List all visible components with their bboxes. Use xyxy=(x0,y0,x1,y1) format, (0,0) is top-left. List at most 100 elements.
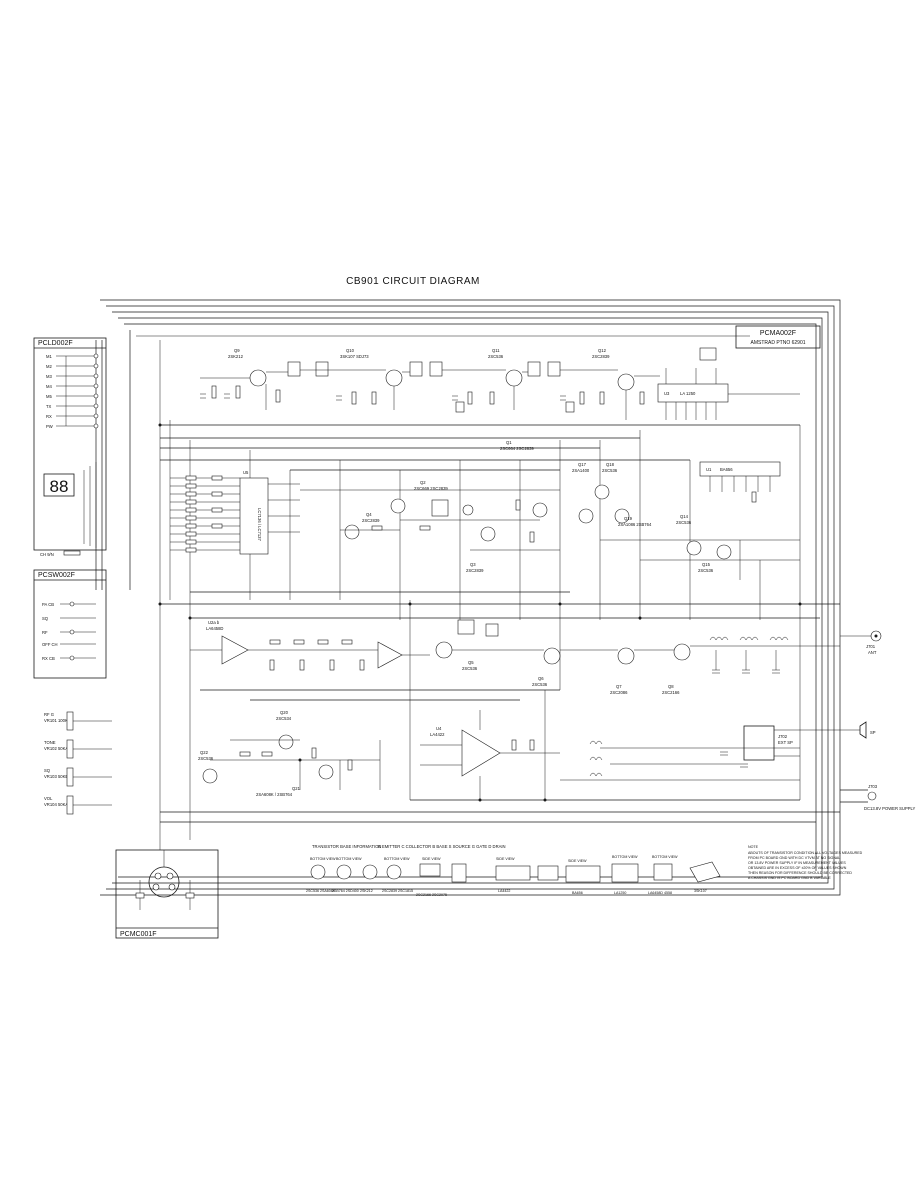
svg-text:2SC536: 2SC536 xyxy=(602,468,618,473)
svg-text:EXT SP: EXT SP xyxy=(778,740,793,745)
svg-text:2SC536 2SA608K: 2SC536 2SA608K xyxy=(306,889,336,893)
svg-text:2SC536: 2SC536 xyxy=(532,682,548,687)
svg-text:BOTTOM VIEW: BOTTOM VIEW xyxy=(652,855,678,859)
svg-text:Q15: Q15 xyxy=(702,562,711,567)
svg-text:LA 1250: LA 1250 xyxy=(680,391,696,396)
svg-text:Q19: Q19 xyxy=(624,516,633,521)
svg-text:Q18: Q18 xyxy=(606,462,615,467)
display-board-label: PCLD002F xyxy=(38,340,73,347)
switch-board-label: PCSW002F xyxy=(38,572,75,579)
svg-text:E EMITTER C COLLECTOR B BASE: E EMITTER C COLLECTOR B BASE S SOURCE G … xyxy=(378,844,506,849)
svg-text:Q6: Q6 xyxy=(538,676,544,681)
svg-text:M2: M2 xyxy=(46,364,52,369)
svg-text:2SC2839 2SC1815: 2SC2839 2SC1815 xyxy=(382,889,413,893)
svg-text:2SC2839: 2SC2839 xyxy=(466,568,484,573)
svg-text:2SC534: 2SC534 xyxy=(276,716,292,721)
svg-text:Q20: Q20 xyxy=(280,710,289,715)
main-board-label: PCMA002F xyxy=(760,330,796,337)
diagram-title: CB901 CIRCUIT DIAGRAM xyxy=(346,276,480,287)
svg-text:2SC2839: 2SC2839 xyxy=(592,354,610,359)
svg-text:J702: J702 xyxy=(778,734,788,739)
mic-board-label: PCMC001F xyxy=(120,931,157,938)
svg-text:LA6458D: LA6458D xyxy=(206,626,223,631)
svg-text:Q7: Q7 xyxy=(616,684,622,689)
svg-text:2SA1086 2SB764: 2SA1086 2SB764 xyxy=(618,522,652,527)
front-panel-controls: RF G VR101 100KB TONE VR102 50KA SQ VR10… xyxy=(44,711,112,815)
svg-text:2SK212: 2SK212 xyxy=(360,889,373,893)
svg-text:THEN REASON FOR DIFFERENCE SHO: THEN REASON FOR DIFFERENCE SHOULD BE COR… xyxy=(748,871,852,875)
measurement-note: NOTE ABOUTS OF TRANSISTOR CONDITION ALL … xyxy=(748,845,863,880)
svg-text:LA1250: LA1250 xyxy=(614,891,626,895)
svg-text:3SK107 SDJ73: 3SK107 SDJ73 xyxy=(340,354,369,359)
svg-text:BOTTOM VIEW: BOTTOM VIEW xyxy=(384,857,410,861)
svg-text:U4: U4 xyxy=(436,726,442,731)
svg-text:BOTTOM VIEW: BOTTOM VIEW xyxy=(310,857,336,861)
main-verticals xyxy=(159,340,801,850)
svg-text:VR102 50KA: VR102 50KA xyxy=(44,746,68,751)
display-pin-lines xyxy=(56,355,96,427)
svg-text:Q12: Q12 xyxy=(598,348,607,353)
svg-text:RX: RX xyxy=(46,414,52,419)
main-board-label-box: PCMA002F AMSTRAD PTNO 62901 xyxy=(735,325,821,349)
svg-text:Q14: Q14 xyxy=(680,514,689,519)
svg-text:PA CB: PA CB xyxy=(42,602,54,607)
svg-text:2SA608K / 2SB764: 2SA608K / 2SB764 xyxy=(256,792,293,797)
svg-text:ABOUTS OF TRANSISTOR CONDITION: ABOUTS OF TRANSISTOR CONDITION ALL VOLTA… xyxy=(748,851,863,855)
svg-text:Q9: Q9 xyxy=(234,348,240,353)
svg-text:Q17: Q17 xyxy=(578,462,587,467)
svg-text:RF: RF xyxy=(42,630,48,635)
svg-text:Q5: Q5 xyxy=(468,660,474,665)
svg-text:M5: M5 xyxy=(46,394,52,399)
svg-text:M4: M4 xyxy=(46,384,52,389)
svg-text:TRANSISTOR BASE INFORMATION: TRANSISTOR BASE INFORMATION xyxy=(312,844,381,849)
svg-text:Q8: Q8 xyxy=(668,684,674,689)
svg-text:2SC2166: 2SC2166 xyxy=(662,690,680,695)
tx-audio-chain: U2a b LA6458D Q5 2SC536 Q6 2SC536 Q7 2SC… xyxy=(190,619,840,695)
outer-bus-lines xyxy=(100,299,841,896)
pll-section: U5 LC7136 / LC7137 Q4 2SC2839 Q1 2SC664 … xyxy=(170,440,800,580)
audio-power-section: Q20 2SC534 Q21 2SA608K / 2SB764 Q22 2SC5… xyxy=(198,710,800,800)
display-pin-labels: M1 M2 M3 M4 M5 TX RX PW xyxy=(46,354,53,429)
svg-text:BA656: BA656 xyxy=(720,467,733,472)
svg-text:2SK212: 2SK212 xyxy=(228,354,244,359)
seven-segment-display: 88 xyxy=(43,473,75,497)
svg-text:FROM PC BOARD GND WITH DC VTVM: FROM PC BOARD GND WITH DC VTVM AT NO SIG… xyxy=(748,856,840,860)
svg-text:2SC536: 2SC536 xyxy=(488,354,504,359)
svg-text:2SC536: 2SC536 xyxy=(462,666,478,671)
svg-text:OFF CH: OFF CH xyxy=(42,642,58,647)
svg-text:LC7136 / LC7137: LC7136 / LC7137 xyxy=(257,508,262,541)
svg-text:Q4: Q4 xyxy=(366,512,372,517)
svg-text:J703: J703 xyxy=(868,784,878,789)
svg-text:2SC669 2SC2839: 2SC669 2SC2839 xyxy=(414,486,448,491)
rf-front-end: Q9 2SK212 Q10 3SK107 SDJ73 Q11 2SC536 Q1… xyxy=(200,347,800,420)
antenna-connector: J701 ANT xyxy=(840,630,882,655)
svg-text:VR104 50KA: VR104 50KA xyxy=(44,802,68,807)
main-rails xyxy=(160,424,840,823)
svg-text:BOTTOM VIEW: BOTTOM VIEW xyxy=(336,857,362,861)
svg-text:Q1: Q1 xyxy=(506,440,512,445)
output-connectors: J702 EXT SP SP J703 DC13.8V POWER SUPPLY xyxy=(743,721,916,811)
svg-text:OR 13.8V POWER SUPPLY IF IN ME: OR 13.8V POWER SUPPLY IF IN MEASUREMENT … xyxy=(748,861,846,865)
svg-text:LA6458D 4558: LA6458D 4558 xyxy=(648,891,672,895)
svg-text:SP: SP xyxy=(870,730,876,735)
connector-column xyxy=(93,340,103,590)
svg-text:2SC536: 2SC536 xyxy=(198,756,214,761)
svg-text:2SC664 2SC2839: 2SC664 2SC2839 xyxy=(500,446,534,451)
svg-text:ANT: ANT xyxy=(868,650,877,655)
svg-text:VR103 50KB: VR103 50KB xyxy=(44,774,68,779)
svg-text:RF G: RF G xyxy=(44,712,54,717)
svg-text:SIDE VIEW: SIDE VIEW xyxy=(422,857,441,861)
svg-text:Q11: Q11 xyxy=(492,348,500,353)
svg-text:2SC2086: 2SC2086 xyxy=(610,690,628,695)
svg-text:BA656: BA656 xyxy=(572,891,583,895)
svg-text:M1: M1 xyxy=(46,354,52,359)
svg-text:BOTTOM VIEW: BOTTOM VIEW xyxy=(612,855,638,859)
svg-text:J701: J701 xyxy=(866,644,876,649)
svg-text:2SC536: 2SC536 xyxy=(676,520,692,525)
svg-text:PW: PW xyxy=(46,424,53,429)
base-info-legend: TRANSISTOR BASE INFORMATION E EMITTER C … xyxy=(306,844,721,897)
svg-text:88: 88 xyxy=(50,477,69,496)
svg-text:U1: U1 xyxy=(706,467,712,472)
svg-text:SQ: SQ xyxy=(42,616,49,621)
mic-board: PCMC001F xyxy=(115,849,219,939)
